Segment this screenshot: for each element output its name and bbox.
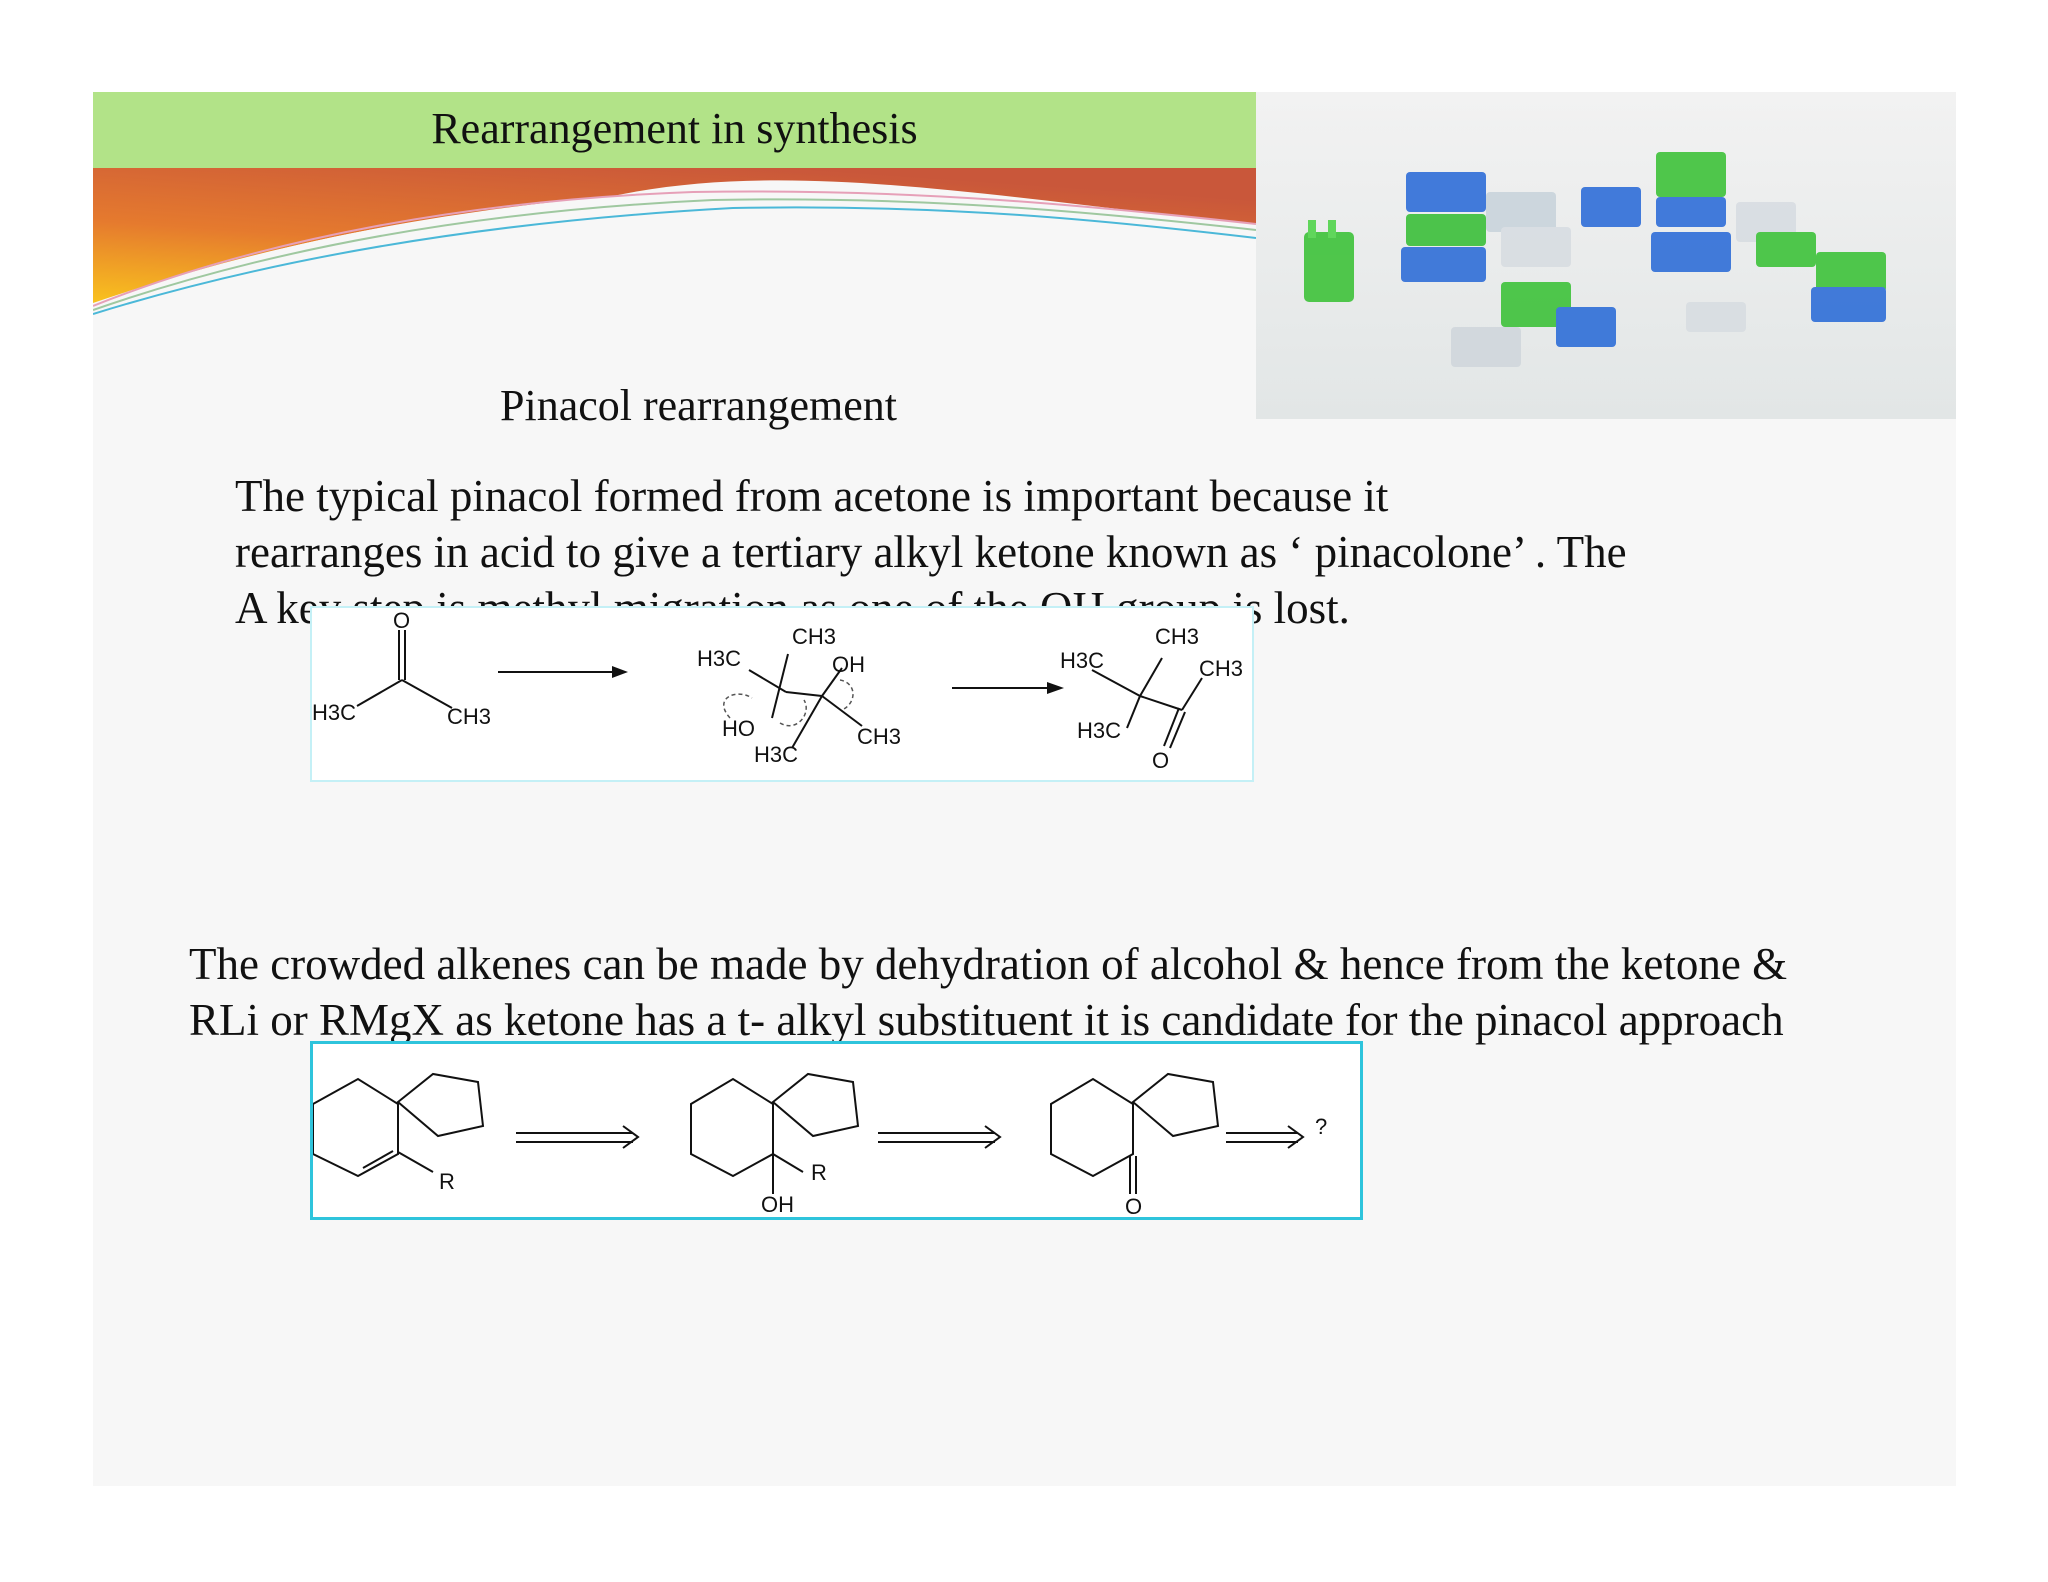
title-banner: [93, 92, 1256, 168]
pinacol-ch3-right-label: CH3: [857, 724, 901, 749]
pinacol-rearrangement-scheme: O H3C CH3 CH3 H3C OH HO H3C CH3 CH3 CH3 …: [310, 606, 1254, 782]
decorative-swoosh: [93, 168, 1256, 318]
pinacol-oh-label: OH: [832, 652, 865, 677]
paragraph-alkenes: The crowded alkenes can be made by dehyd…: [189, 936, 1787, 1048]
acetone-o-label: O: [393, 608, 410, 633]
paragraph-line: RLi or RMgX as ketone has a t- alkyl sub…: [189, 995, 1784, 1045]
pinacolone-ch3-right-label: CH3: [1199, 656, 1243, 681]
acetone-ch3-label: CH3: [447, 704, 491, 729]
paragraph-line: The typical pinacol formed from acetone …: [235, 471, 1389, 521]
ketone-o-label: O: [1125, 1194, 1142, 1217]
pinacol-h3c-bottom-label: H3C: [754, 742, 798, 767]
slide: Rearrangement in synthesis: [93, 92, 1956, 1486]
paragraph-line: The crowded alkenes can be made by dehyd…: [189, 939, 1788, 989]
reaction-scheme-2: R R OH O ?: [312, 1072, 1327, 1219]
pinacol-ho-label: HO: [722, 716, 755, 741]
retrosynthesis-scheme: R R OH O ?: [310, 1041, 1363, 1220]
question-mark-label: ?: [1315, 1114, 1327, 1139]
plastic-building-blocks-image: [1256, 92, 1956, 419]
pinacolone-h3c-left-label: H3C: [1060, 648, 1104, 673]
alkene-r-label: R: [439, 1169, 455, 1194]
pinacolone-ch3-top-label: CH3: [1155, 624, 1199, 649]
pinacol-ch3-top-label: CH3: [792, 624, 836, 649]
pinacol-h3c-left-label: H3C: [697, 646, 741, 671]
slide-title: Rearrangement in synthesis: [431, 104, 918, 153]
paragraph-line: rearranges in acid to give a tertiary al…: [235, 527, 1627, 577]
reaction-scheme-1: O H3C CH3 CH3 H3C OH HO H3C CH3 CH3 CH3 …: [312, 608, 1243, 773]
pinacolone-o-label: O: [1152, 748, 1169, 773]
alcohol-r-label: R: [811, 1160, 827, 1185]
alcohol-oh-label: OH: [761, 1192, 794, 1217]
acetone-h3c-label: H3C: [312, 700, 356, 725]
subtitle: Pinacol rearrangement: [500, 381, 898, 430]
pinacolone-h3c-bottom-label: H3C: [1077, 718, 1121, 743]
